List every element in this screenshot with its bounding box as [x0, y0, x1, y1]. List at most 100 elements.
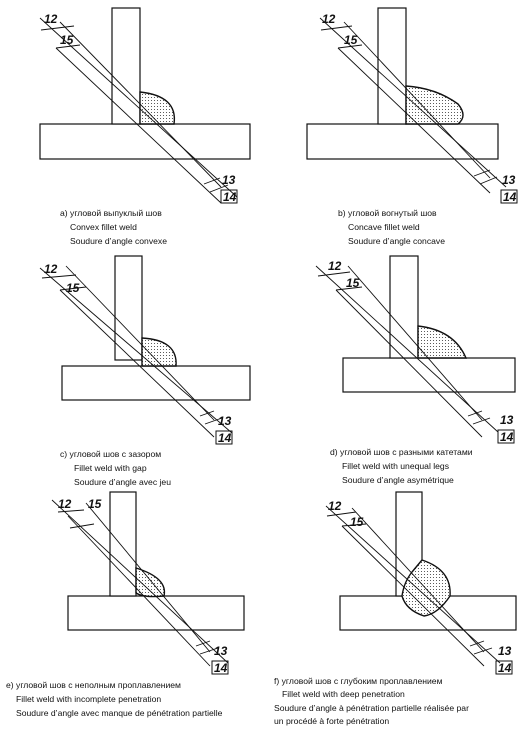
leader-line-15 — [59, 289, 215, 438]
panel-e: 12 15 13 14 e) угловой шов с неполным пр… — [6, 491, 245, 718]
label-14: 14 — [218, 431, 232, 445]
weld-bead — [139, 91, 176, 125]
caption-ru: b) угловой вогнутый шов — [338, 208, 437, 218]
label-14: 14 — [503, 190, 517, 204]
leader-line-12 — [51, 499, 229, 664]
panel-d: 12 15 13 14 d) угловой шов с разными кат… — [315, 255, 516, 485]
tick-mark — [317, 271, 351, 277]
panel-c: 12 15 13 14 c) угловой шов с зазором Fil… — [39, 255, 251, 487]
tick-mark — [320, 25, 353, 31]
tick-mark — [472, 417, 491, 425]
vertical-plate — [114, 255, 143, 361]
caption-en: Fillet weld with unequal legs — [342, 461, 449, 471]
label-14-box — [211, 660, 229, 675]
tick-mark — [40, 25, 75, 31]
label-15: 15 — [346, 276, 360, 290]
leader-line-12 — [39, 17, 238, 198]
base-plate — [61, 365, 251, 401]
caption-ru: c) угловой шов с зазором — [60, 449, 161, 459]
measure-line — [59, 21, 222, 188]
caption-fr: Soudure d’angle convexe — [70, 236, 167, 246]
leader-line-15 — [67, 515, 211, 667]
caption-en: Fillet weld with deep penetration — [282, 689, 405, 699]
caption-en: Fillet weld with gap — [74, 463, 147, 473]
tick-mark — [57, 509, 85, 513]
caption-ru: a) угловой выпуклый шов — [60, 208, 162, 218]
caption-en: Convex fillet weld — [70, 222, 137, 232]
label-15: 15 — [60, 33, 74, 47]
label-14-box — [215, 430, 233, 445]
measure-line — [65, 265, 215, 421]
measure-line — [343, 21, 491, 179]
tick-mark — [335, 286, 363, 291]
tick-mark — [479, 176, 498, 185]
caption-fr: Soudure d’angle concave — [348, 236, 445, 246]
label-15: 15 — [66, 281, 80, 295]
leader-line-15 — [335, 289, 483, 438]
label-13: 13 — [218, 414, 232, 428]
panel-a: 12 15 13 14 a) угловой выпуклый шов Conv… — [39, 7, 251, 246]
label-15: 15 — [344, 33, 358, 47]
caption-fr: Soudure d’angle asymétrique — [342, 475, 454, 485]
label-13: 13 — [502, 173, 516, 187]
tick-mark — [55, 44, 81, 49]
base-plate — [342, 357, 516, 393]
leader-line-15 — [55, 47, 222, 204]
tick-mark — [473, 169, 491, 177]
label-14-box — [495, 660, 513, 675]
measure-line — [347, 265, 483, 421]
caption-en: Fillet weld with incomplete penetration — [16, 694, 161, 704]
caption-fr: Soudure d’angle avec manque de pénétrati… — [16, 708, 223, 718]
weld-bead — [141, 337, 177, 367]
vertical-plate — [111, 7, 141, 125]
tick-mark — [204, 417, 223, 425]
tick-mark — [209, 184, 229, 193]
caption-ru: d) угловой шов с разными катетами — [330, 447, 473, 457]
base-plate — [67, 595, 245, 631]
caption-ru: e) угловой шов с неполным проплавлением — [6, 680, 181, 690]
base-plate — [39, 123, 251, 160]
label-12: 12 — [58, 497, 72, 511]
tick-mark — [469, 640, 485, 647]
tick-mark — [59, 286, 87, 291]
panel-b: 12 15 13 14 b) угловой вогнутый шов Conc… — [306, 7, 518, 246]
label-14: 14 — [214, 661, 228, 675]
caption-fr: Soudure d’angle avec jeu — [74, 477, 171, 487]
measure-line — [351, 507, 485, 653]
label-12: 12 — [328, 259, 342, 273]
caption-ru: f) угловой шов с глубоким проплавлением — [274, 676, 443, 686]
label-14: 14 — [498, 661, 512, 675]
vertical-plate — [109, 491, 137, 597]
leader-line-15 — [341, 525, 485, 667]
vertical-plate — [389, 255, 419, 359]
label-13: 13 — [498, 644, 512, 658]
tick-mark — [195, 640, 211, 647]
caption-en: Concave fillet weld — [348, 222, 420, 232]
label-14-box — [497, 429, 515, 444]
caption-fr-line2: un procédé à forte pénétration — [274, 716, 389, 726]
leader-line-15 — [337, 47, 491, 194]
label-13: 13 — [222, 173, 236, 187]
tick-mark — [41, 274, 77, 279]
leader-line-12 — [325, 505, 501, 664]
label-12: 12 — [44, 262, 58, 276]
leader-line-12 — [315, 265, 499, 433]
weld-bead — [417, 325, 468, 359]
label-14: 14 — [223, 190, 237, 204]
label-13: 13 — [214, 644, 228, 658]
tick-mark — [69, 523, 95, 529]
label-15: 15 — [350, 515, 364, 529]
tick-mark — [199, 410, 215, 417]
label-12: 12 — [44, 12, 58, 26]
panel-f: 12 15 13 14 f) угловой шов с глубоким пр… — [274, 491, 517, 726]
tick-mark — [473, 647, 493, 655]
label-14-box — [500, 189, 518, 204]
tick-mark — [337, 44, 363, 49]
tick-mark — [467, 410, 483, 417]
label-13: 13 — [500, 413, 514, 427]
tick-mark — [203, 177, 221, 185]
weld-bead — [405, 85, 464, 125]
tick-mark — [199, 647, 219, 655]
